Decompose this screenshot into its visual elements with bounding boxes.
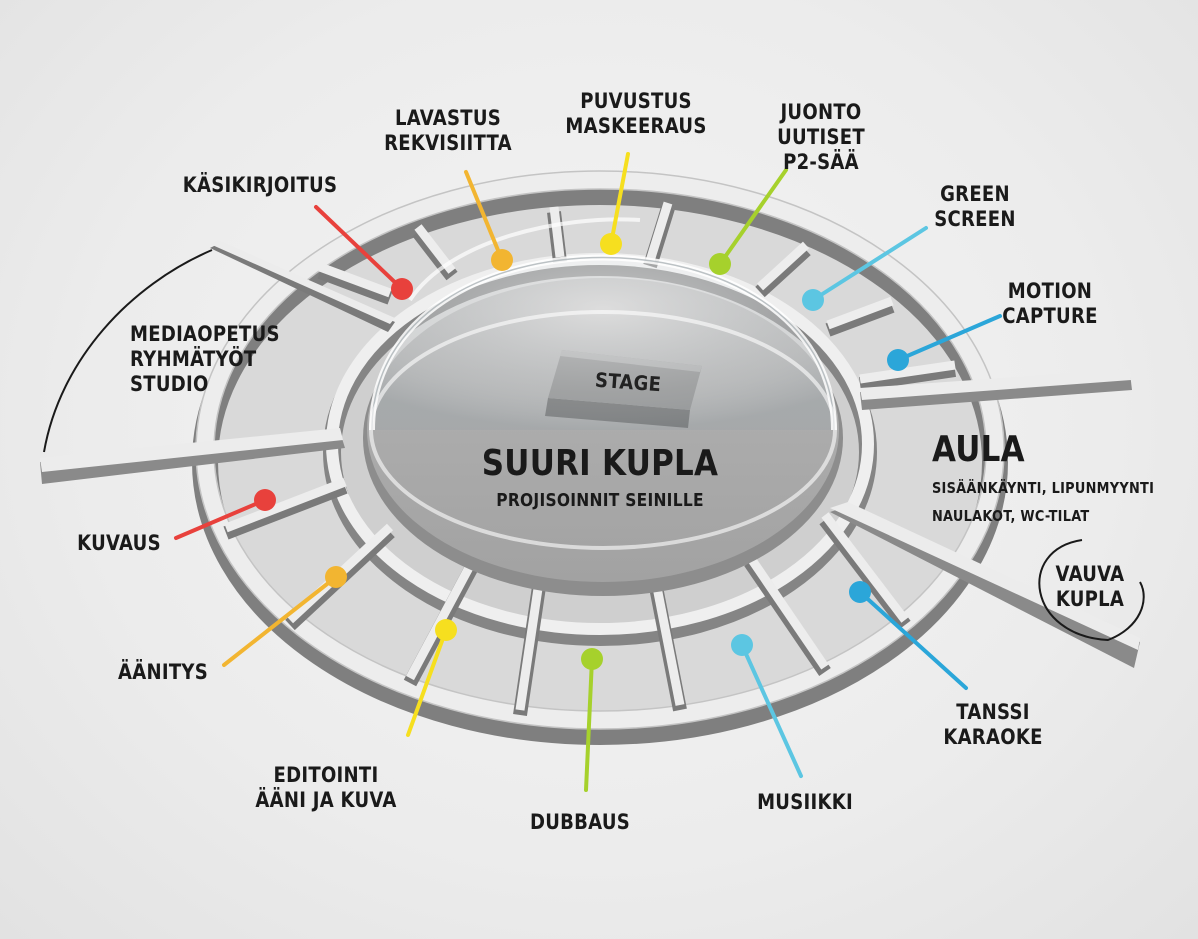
room-label-puvustus: PUVUSTUS MASKEERAUS bbox=[559, 89, 714, 139]
vauva-kupla-line-1: VAUVA bbox=[1055, 562, 1125, 586]
leader-dot bbox=[709, 253, 731, 275]
leader-line bbox=[584, 657, 594, 792]
room-label-line: MUSIIKKI bbox=[757, 790, 853, 814]
leader-line bbox=[314, 205, 404, 291]
room-label-line: KUVAUS bbox=[77, 531, 161, 555]
room-label-line: KARAOKE bbox=[943, 725, 1043, 749]
aula-line-2: NAULAKOT, WC-TILAT bbox=[932, 507, 1090, 525]
room-label-line: REKVISIITTA bbox=[384, 131, 512, 155]
room-label-line: MOTION bbox=[1007, 279, 1093, 303]
leader-line bbox=[609, 152, 630, 246]
room-label-dubbaus: DUBBAUS bbox=[520, 810, 640, 835]
room-label-line: KÄSIKIRJOITUS bbox=[182, 173, 338, 197]
room-label-line: JUONTO bbox=[780, 100, 862, 124]
leader-dot bbox=[325, 566, 347, 588]
room-label-line: ÄÄNI JA KUVA bbox=[255, 788, 397, 812]
room-label-motion-capture: MOTION CAPTURE bbox=[998, 279, 1101, 329]
room-label-line: P2-SÄÄ bbox=[783, 150, 859, 174]
room-label-line: DUBBAUS bbox=[529, 810, 631, 834]
leader-dot bbox=[491, 249, 513, 271]
leader-dot bbox=[887, 349, 909, 371]
glass-dome bbox=[369, 217, 837, 550]
mediaopetus-line-2: RYHMÄTYÖT bbox=[130, 347, 257, 371]
leader-dot bbox=[849, 581, 871, 603]
leader-line bbox=[464, 170, 504, 262]
leader-dot bbox=[435, 619, 457, 641]
leader-dot bbox=[254, 489, 276, 511]
room-label-editointi: EDITOINTI ÄÄNI JA KUVA bbox=[249, 763, 404, 813]
leader-line bbox=[222, 575, 338, 667]
suuri-kupla-title: SUURI KUPLA bbox=[481, 443, 719, 484]
room-label-juonto: JUONTO UUTISET P2-SÄÄ bbox=[774, 100, 869, 175]
leader-dot bbox=[731, 634, 753, 656]
aula-line-1: SISÄÄNKÄYNTI, LIPUNMYYNTI bbox=[932, 479, 1155, 497]
room-label-lavastus: LAVASTUS REKVISIITTA bbox=[371, 106, 526, 156]
room-label-musiikki: MUSIIKKI bbox=[741, 790, 870, 815]
leader-line bbox=[718, 168, 788, 266]
room-label-line: TANSSI bbox=[956, 700, 1030, 724]
room-label-green-screen: GREEN SCREEN bbox=[928, 182, 1023, 232]
mediaopetus-label: MEDIAOPETUS RYHMÄTYÖT STUDIO bbox=[130, 322, 280, 397]
leader-line bbox=[740, 643, 803, 778]
vauva-kupla-line-2: KUPLA bbox=[1055, 587, 1125, 611]
room-label-line: EDITOINTI bbox=[273, 763, 379, 787]
room-label-line: LAVASTUS bbox=[394, 106, 502, 130]
vauva-kupla-label: VAUVA KUPLA bbox=[1047, 562, 1133, 612]
room-label-line: MASKEERAUS bbox=[565, 114, 707, 138]
room-label-line: CAPTURE bbox=[1002, 304, 1098, 328]
room-label-kasikirjoitus: KÄSIKIRJOITUS bbox=[165, 173, 354, 198]
aula-title: AULA bbox=[932, 429, 1025, 470]
room-label-aanitys: ÄÄNITYS bbox=[107, 660, 219, 685]
room-label-tanssi: TANSSI KARAOKE bbox=[937, 700, 1049, 750]
mediaopetus-line-3: STUDIO bbox=[130, 372, 209, 396]
leader-dot bbox=[802, 289, 824, 311]
room-label-line: PUVUSTUS bbox=[580, 89, 692, 113]
suuri-kupla-subtitle: PROJISOINNIT SEINILLE bbox=[496, 490, 704, 511]
leader-line bbox=[406, 628, 448, 737]
callout-leaders bbox=[174, 152, 1002, 792]
room-label-kuvaus: KUVAUS bbox=[72, 531, 167, 556]
leader-line bbox=[896, 314, 1002, 362]
room-label-line: UUTISET bbox=[777, 125, 865, 149]
leader-line bbox=[811, 226, 928, 302]
leader-line bbox=[858, 590, 968, 690]
room-label-line: GREEN bbox=[940, 182, 1010, 206]
mediaopetus-line-1: MEDIAOPETUS bbox=[130, 322, 280, 346]
room-label-line: ÄÄNITYS bbox=[117, 660, 209, 684]
room-label-line: SCREEN bbox=[934, 207, 1016, 231]
leader-line bbox=[174, 498, 267, 540]
zone-arcs bbox=[43, 249, 1145, 642]
extension-walls bbox=[40, 240, 1140, 668]
leader-dot bbox=[600, 233, 622, 255]
leader-dot bbox=[581, 648, 603, 670]
leader-dot bbox=[391, 278, 413, 300]
